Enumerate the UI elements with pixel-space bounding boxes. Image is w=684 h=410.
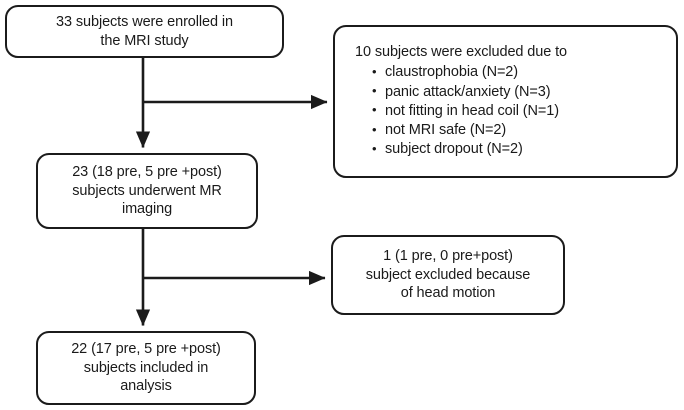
list-item: claustrophobia (N=2) — [372, 63, 559, 82]
analysis-line-3: analysis — [120, 378, 172, 395]
analysis-line-1: 22 (17 pre, 5 pre +post) — [71, 340, 221, 357]
imaging-line-3: imaging — [121, 201, 173, 218]
enrolled-box: 33 subjects were enrolled in the MRI stu… — [5, 5, 284, 58]
head-motion-line-2: subject excluded because — [365, 266, 531, 283]
list-item: panic attack/anxiety (N=3) — [372, 82, 559, 102]
excluded-box: 10 subjects were excluded due to claustr… — [333, 25, 678, 178]
list-item: not MRI safe (N=2) — [372, 121, 559, 140]
analysis-line-2: subjects included in — [83, 359, 209, 376]
head-motion-line-3: of head motion — [400, 285, 496, 302]
imaging-line-2: subjects underwent MR — [72, 182, 222, 199]
head-motion-exclusion-box: 1 (1 pre, 0 pre+post) subject excluded b… — [331, 235, 565, 315]
excluded-reason-list: claustrophobia (N=2) panic attack/anxiet… — [355, 63, 559, 159]
enrolled-line-1: 33 subjects were enrolled in — [56, 13, 233, 30]
list-item: not fitting in head coil (N=1) — [372, 101, 559, 121]
analysis-box: 22 (17 pre, 5 pre +post) subjects includ… — [36, 331, 256, 405]
head-motion-line-1: 1 (1 pre, 0 pre+post) — [383, 247, 513, 264]
list-item: subject dropout (N=2) — [372, 140, 559, 159]
imaging-box: 23 (18 pre, 5 pre +post) subjects underw… — [36, 153, 258, 229]
excluded-header: 10 subjects were excluded due to — [355, 44, 568, 61]
imaging-line-1: 23 (18 pre, 5 pre +post) — [72, 163, 222, 180]
enrolled-line-2: the MRI study — [100, 32, 189, 49]
